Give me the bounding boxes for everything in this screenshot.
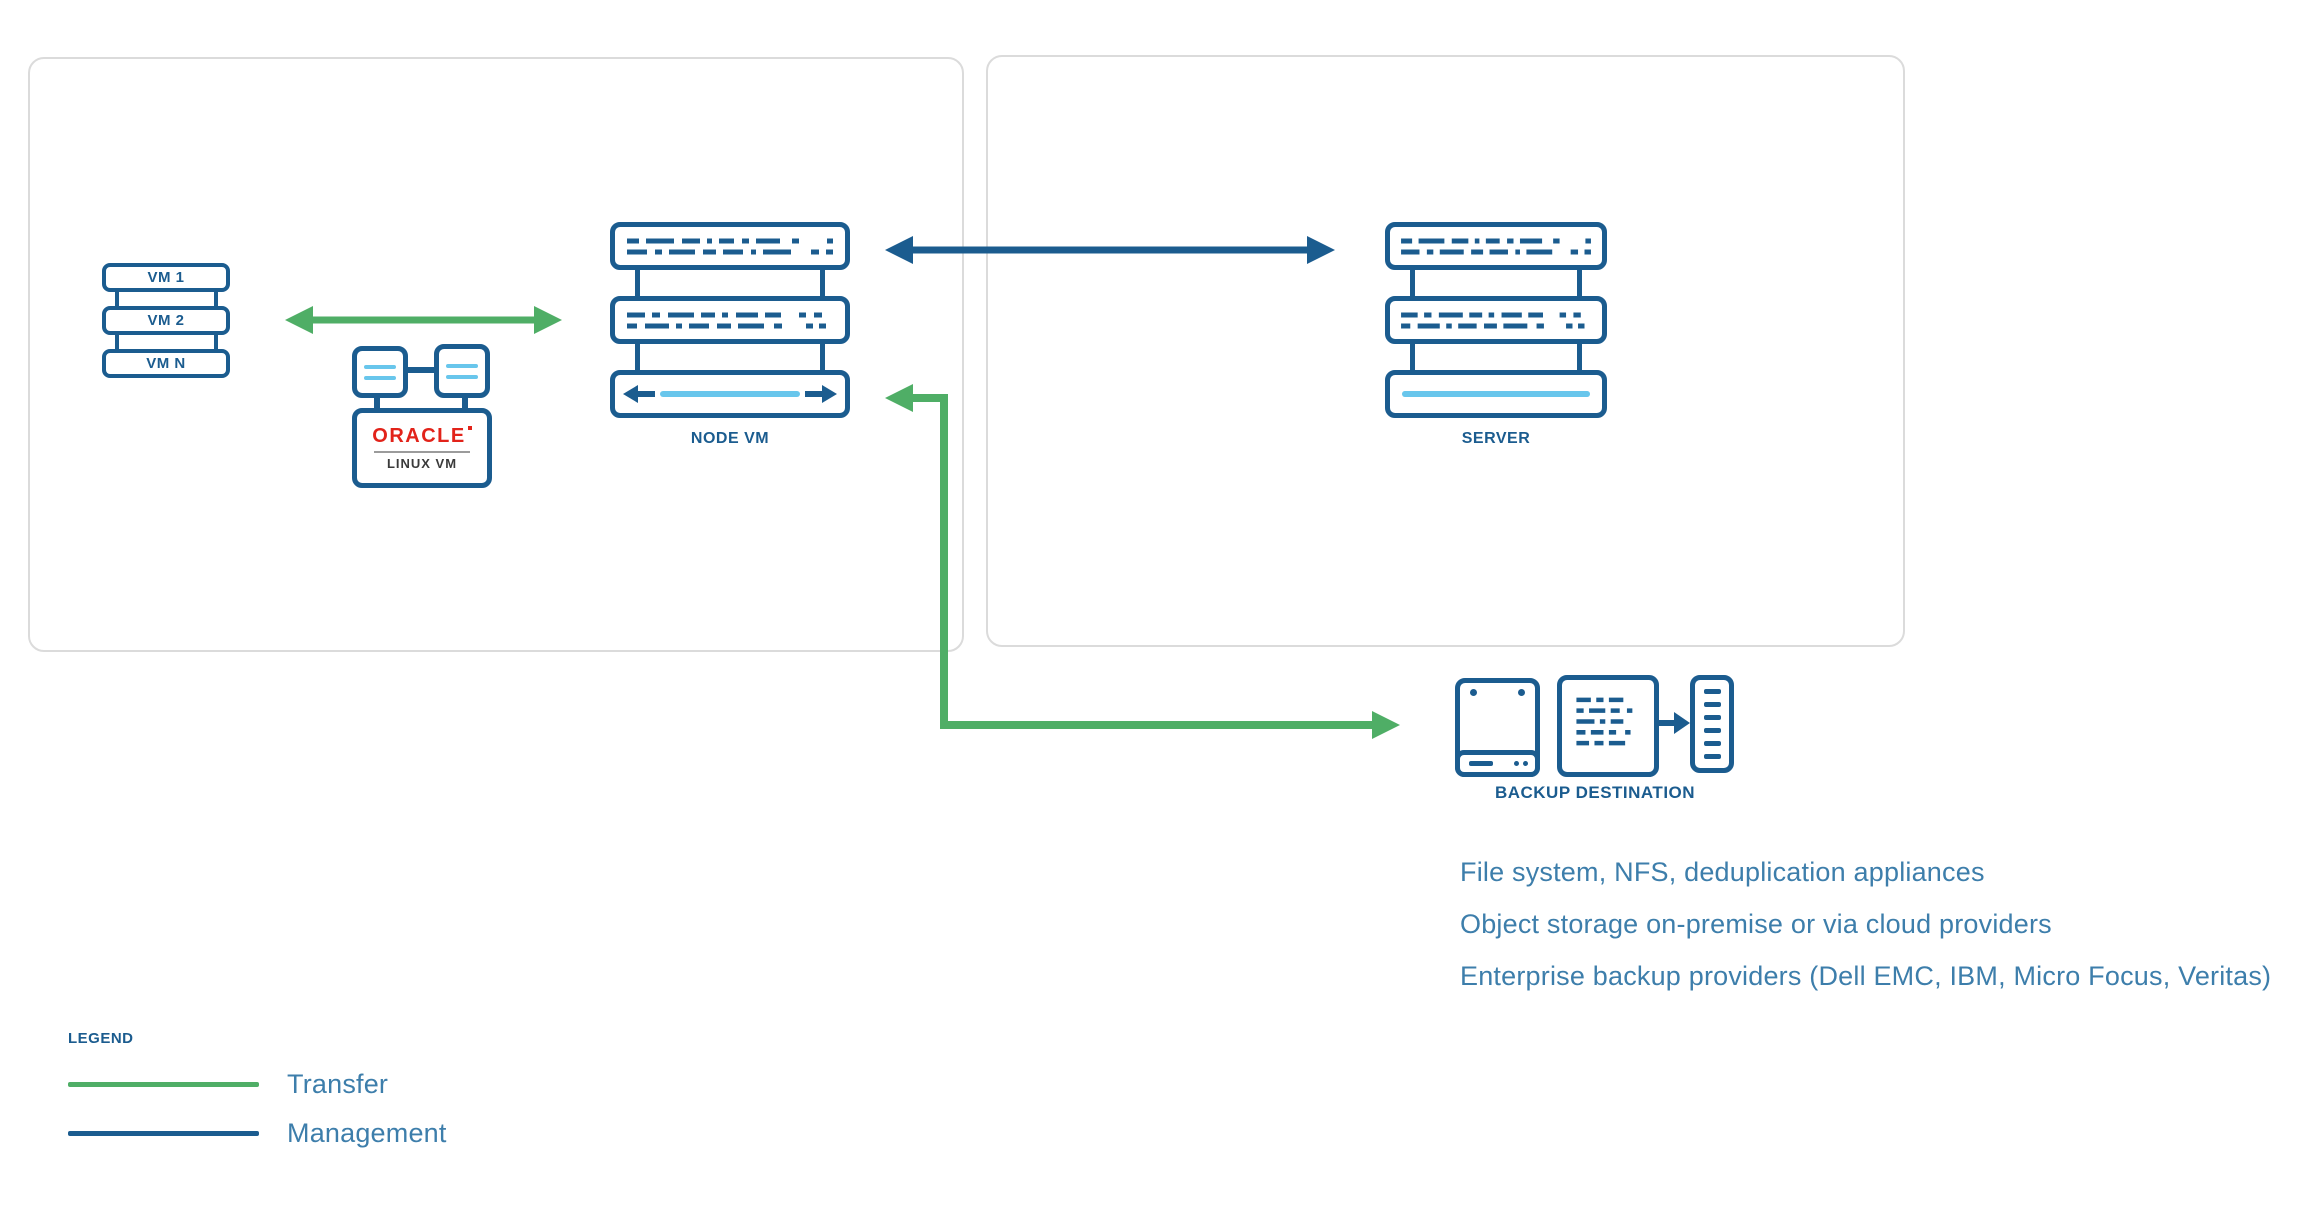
management-line-swatch — [68, 1131, 259, 1136]
oracle-vm-label: LINUX VM — [386, 456, 458, 471]
note-line: Enterprise backup providers (Dell EMC, I… — [1460, 961, 2272, 991]
registered-mark — [467, 426, 472, 430]
chip-connector — [374, 394, 380, 410]
chip-connector — [462, 394, 468, 410]
vm-stack: VM 1 VM 2 VM N — [102, 263, 230, 378]
legend-label-transfer: Transfer — [287, 1068, 389, 1099]
oracle-linux-vm-icon: ORACLE LINUX VM — [350, 340, 495, 490]
copy-arrow-icon — [1656, 711, 1692, 735]
vm-box-label: VM N — [146, 355, 186, 372]
data-channel-icon — [1385, 370, 1607, 418]
chip-connector — [404, 367, 438, 373]
vm-connector — [115, 335, 218, 349]
vm-chip-icon — [434, 344, 490, 398]
rack-connector — [1410, 344, 1582, 370]
oracle-linux-vm-box: ORACLE LINUX VM — [352, 408, 492, 488]
disk-tray — [1455, 750, 1540, 777]
divider — [374, 451, 470, 453]
vm-box: VM 1 — [102, 263, 230, 292]
legend-title: LEGEND — [68, 1030, 134, 1047]
vm-box: VM 2 — [102, 306, 230, 335]
oracle-logo: ORACLE — [372, 426, 472, 447]
vm-box: VM N — [102, 349, 230, 378]
vm-chip-icon — [352, 346, 408, 398]
node-vm-label: NODE VM — [690, 430, 770, 447]
legend-label-management: Management — [287, 1117, 447, 1148]
backup-data-icon — [1557, 675, 1659, 777]
transfer-line-swatch — [68, 1082, 259, 1087]
disk-icon — [1455, 678, 1540, 777]
note-line: Object storage on-premise or via cloud p… — [1460, 909, 2052, 939]
backup-notes: File system, NFS, deduplication applianc… — [1460, 846, 2271, 1002]
rack-connector — [635, 344, 825, 370]
rack-connector — [1410, 270, 1582, 296]
vm-connector — [115, 292, 218, 306]
server-lines-icon — [610, 222, 850, 270]
node-vm-icon: NODE VM — [610, 222, 850, 448]
rack-connector — [635, 270, 825, 296]
server-lines-icon — [1385, 296, 1607, 344]
server-label: SERVER — [1461, 430, 1531, 447]
transfer-channel-icon — [610, 370, 850, 418]
server-icon: SERVER — [1385, 222, 1607, 448]
tape-icon — [1690, 675, 1734, 773]
server-lines-icon — [610, 296, 850, 344]
vm-box-label: VM 2 — [147, 312, 185, 329]
vm-box-label: VM 1 — [147, 269, 185, 286]
note-line: File system, NFS, deduplication applianc… — [1460, 857, 1985, 887]
server-lines-icon — [1385, 222, 1607, 270]
backup-destination-label: BACKUP DESTINATION — [1494, 783, 1696, 802]
